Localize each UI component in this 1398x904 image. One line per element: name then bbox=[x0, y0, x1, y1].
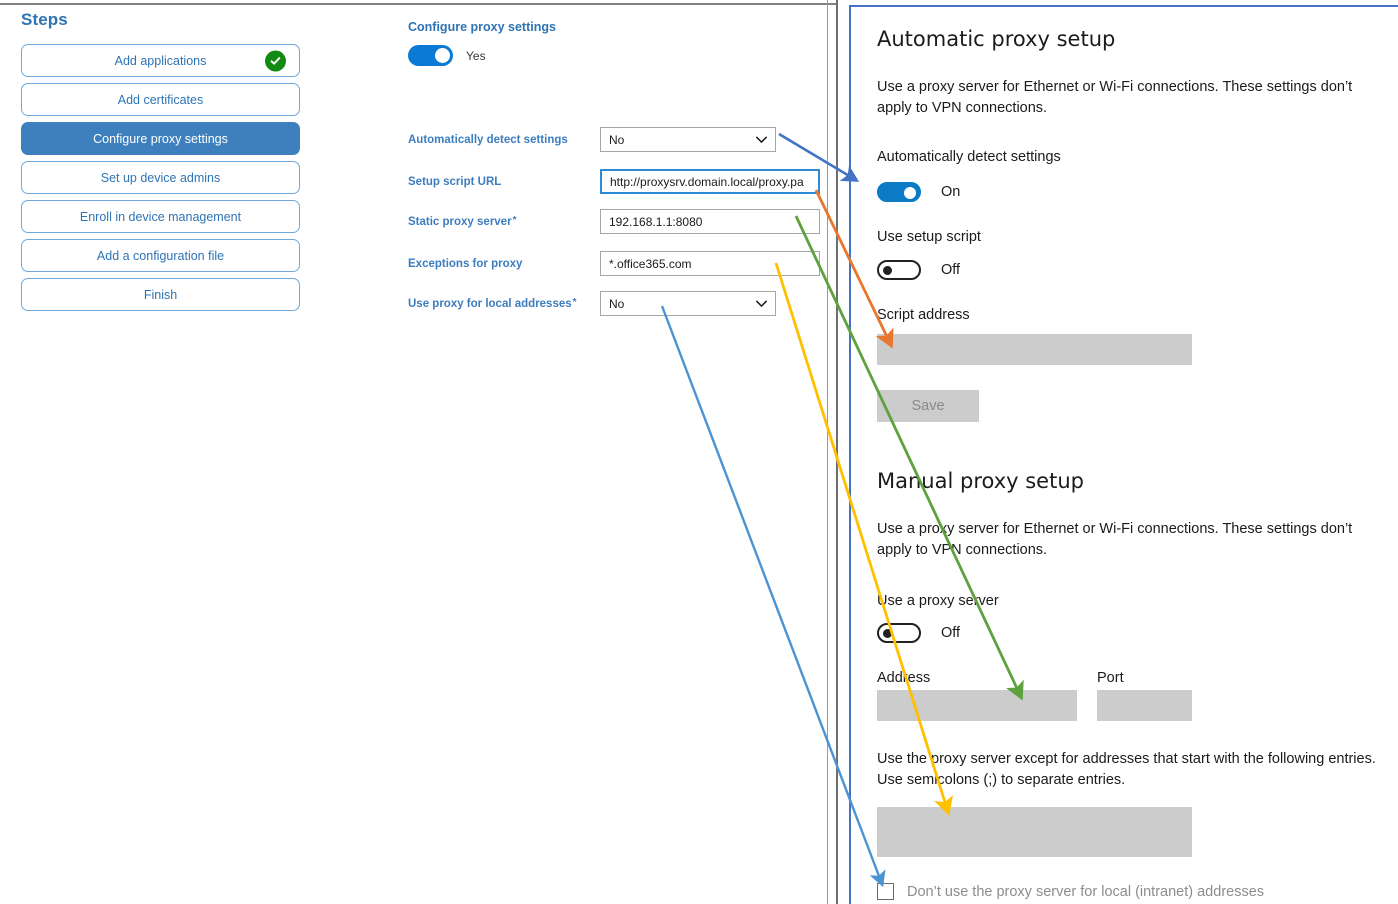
step-add-certificates[interactable]: Add certificates bbox=[21, 83, 300, 116]
port-label: Port bbox=[1097, 670, 1124, 686]
automatically-detect-settings-toggle[interactable] bbox=[877, 182, 921, 202]
step-label: Set up device admins bbox=[100, 170, 221, 185]
use-setup-script-toggle-row: Off bbox=[877, 260, 960, 280]
steps-panel: Steps Add applications Add certificates … bbox=[0, 0, 320, 904]
vertical-divider-outer bbox=[836, 0, 838, 904]
input-static-proxy-server[interactable]: 192.168.1.1:8080 bbox=[600, 209, 820, 234]
label-text: Exceptions for proxy bbox=[408, 258, 523, 270]
configure-proxy-toggle-value: Yes bbox=[466, 48, 486, 63]
use-a-proxy-server-toggle-row: Off bbox=[877, 623, 960, 643]
use-setup-script-toggle[interactable] bbox=[877, 260, 921, 280]
windows-proxy-settings-panel: Automatic proxy setup Use a proxy server… bbox=[849, 5, 1398, 904]
chevron-down-icon bbox=[756, 300, 767, 307]
exceptions-input[interactable] bbox=[877, 807, 1192, 857]
required-marker: * bbox=[572, 297, 577, 308]
save-button[interactable]: Save bbox=[877, 390, 979, 422]
automatic-proxy-setup-description: Use a proxy server for Ethernet or Wi-Fi… bbox=[877, 79, 1353, 116]
use-setup-script-label: Use setup script bbox=[877, 229, 981, 245]
step-label: Finish bbox=[143, 287, 178, 302]
chevron-down-icon bbox=[756, 136, 767, 143]
label-automatically-detect-settings: Automatically detect settings bbox=[408, 134, 568, 146]
steps-list: Add applications Add certificates Config… bbox=[21, 44, 300, 317]
input-value: 192.168.1.1:8080 bbox=[609, 214, 703, 229]
select-automatically-detect-settings[interactable]: No bbox=[600, 127, 776, 152]
configure-proxy-toggle[interactable] bbox=[408, 45, 453, 66]
toggle-knob bbox=[435, 48, 450, 63]
select-value: No bbox=[609, 132, 625, 147]
step-label: Add applications bbox=[114, 53, 207, 68]
local-addresses-checkbox-row[interactable]: Don’t use the proxy server for local (in… bbox=[877, 883, 1264, 900]
manual-proxy-setup-heading: Manual proxy setup bbox=[877, 469, 1084, 493]
address-input[interactable] bbox=[877, 690, 1077, 721]
step-add-a-configuration-file[interactable]: Add a configuration file bbox=[21, 239, 300, 272]
checkbox-icon[interactable] bbox=[877, 883, 894, 900]
step-label: Add certificates bbox=[117, 92, 204, 107]
address-label: Address bbox=[877, 670, 931, 686]
step-label: Add a configuration file bbox=[96, 248, 225, 263]
label-text: Static proxy server bbox=[408, 216, 512, 228]
toggle-knob bbox=[883, 266, 892, 275]
check-icon bbox=[265, 50, 286, 71]
use-a-proxy-server-label: Use a proxy server bbox=[877, 593, 999, 609]
script-address-label: Script address bbox=[877, 307, 970, 323]
configure-proxy-toggle-row: Yes bbox=[408, 45, 486, 66]
use-setup-script-state: Off bbox=[941, 262, 961, 278]
use-a-proxy-server-toggle[interactable] bbox=[877, 623, 921, 643]
use-a-proxy-server-state: Off bbox=[941, 625, 961, 641]
proxy-form-panel: Configure proxy settings Yes Automatical… bbox=[408, 20, 820, 316]
manual-proxy-setup-description: Use a proxy server for Ethernet or Wi-Fi… bbox=[877, 521, 1353, 558]
step-label: Configure proxy settings bbox=[93, 131, 228, 146]
label-use-proxy-for-local-addresses: Use proxy for local addresses* bbox=[408, 297, 577, 311]
step-configure-proxy-settings[interactable]: Configure proxy settings bbox=[21, 122, 300, 155]
automatically-detect-settings-state: On bbox=[941, 184, 961, 200]
steps-title: Steps bbox=[21, 10, 68, 29]
automatic-proxy-setup-heading: Automatic proxy setup bbox=[877, 27, 1116, 51]
automatically-detect-settings-label: Automatically detect settings bbox=[877, 149, 1061, 165]
select-use-proxy-for-local-addresses[interactable]: No bbox=[600, 291, 776, 316]
step-finish[interactable]: Finish bbox=[21, 278, 300, 311]
toggle-knob bbox=[883, 629, 892, 638]
form-title: Configure proxy settings bbox=[408, 20, 556, 34]
select-value: No bbox=[609, 296, 625, 311]
label-text: Use proxy for local addresses bbox=[408, 298, 572, 310]
step-enroll-in-device-management[interactable]: Enroll in device management bbox=[21, 200, 300, 233]
label-text: Setup script URL bbox=[408, 176, 502, 188]
required-marker: * bbox=[512, 215, 517, 226]
automatically-detect-settings-toggle-row: On bbox=[877, 182, 960, 202]
toggle-knob bbox=[904, 187, 916, 199]
label-text: Automatically detect settings bbox=[408, 134, 568, 146]
input-setup-script-url[interactable]: http://proxysrv.domain.local/proxy.pa bbox=[600, 169, 820, 194]
exceptions-description: Use the proxy server except for addresse… bbox=[877, 751, 1376, 788]
step-add-applications[interactable]: Add applications bbox=[21, 44, 300, 77]
label-static-proxy-server: Static proxy server* bbox=[408, 215, 517, 229]
step-label: Enroll in device management bbox=[79, 209, 242, 224]
script-address-input[interactable] bbox=[877, 334, 1192, 365]
top-divider-rule bbox=[0, 3, 836, 5]
label-setup-script-url: Setup script URL bbox=[408, 176, 501, 188]
input-value: *.office365.com bbox=[609, 256, 692, 271]
label-exceptions-for-proxy: Exceptions for proxy bbox=[408, 258, 522, 270]
input-exceptions-for-proxy[interactable]: *.office365.com bbox=[600, 251, 820, 276]
local-addresses-checkbox-label: Don’t use the proxy server for local (in… bbox=[907, 883, 1265, 900]
port-input[interactable] bbox=[1097, 690, 1192, 721]
step-set-up-device-admins[interactable]: Set up device admins bbox=[21, 161, 300, 194]
input-value: http://proxysrv.domain.local/proxy.pa bbox=[610, 174, 804, 189]
